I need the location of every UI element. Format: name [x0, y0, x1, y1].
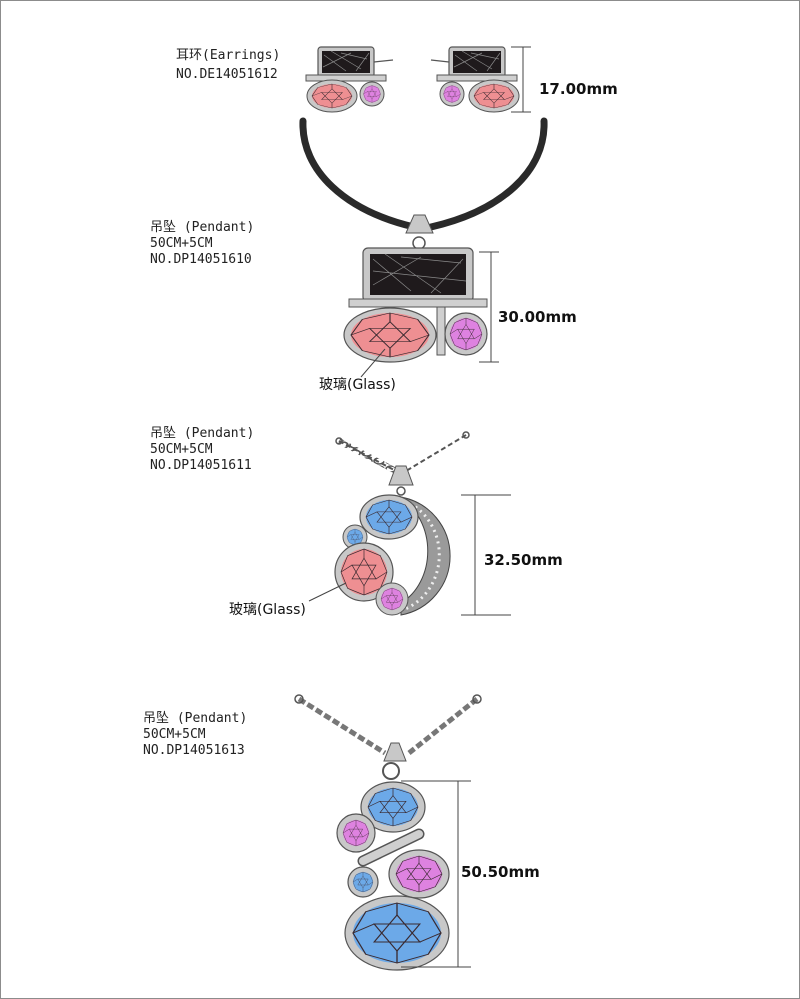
earring-dimension-line — [511, 46, 531, 113]
earrings-number: NO.DE14051612 — [176, 67, 278, 82]
earrings-title: 耳环(Earrings) — [176, 48, 281, 63]
pendant-2-dimension: 32.50mm — [484, 551, 563, 569]
pendant-2-chain — [335, 431, 470, 474]
pendant-2 — [334, 465, 451, 616]
pendant-1-dimension: 30.00mm — [498, 308, 577, 326]
pendant-3-dimension-line — [401, 780, 471, 968]
pendant-1-title: 吊坠 (Pendant) — [150, 220, 255, 235]
pendant-2-length: 50CM+5CM — [150, 442, 213, 457]
earring-left — [305, 46, 394, 113]
glass-callout-line-2 — [308, 582, 347, 602]
pendant-3-dimension: 50.50mm — [461, 863, 540, 881]
earring-right — [430, 46, 520, 113]
pendant-1-dimension-line — [479, 251, 499, 363]
black-cord — [299, 117, 548, 231]
pendant-3-chain — [294, 694, 482, 756]
pendant-1-length: 50CM+5CM — [150, 236, 213, 251]
pendant-3-number: NO.DP14051613 — [143, 743, 245, 758]
pendant-3-length: 50CM+5CM — [143, 727, 206, 742]
pendant-2-dimension-line — [461, 494, 511, 616]
pendant-1-glass-callout: 玻璃(Glass) — [319, 377, 396, 393]
pendant-2-number: NO.DP14051611 — [150, 458, 252, 473]
pendant-1-number: NO.DP14051610 — [150, 252, 252, 267]
pendant-2-glass-callout: 玻璃(Glass) — [229, 602, 306, 618]
glass-callout-line-1 — [360, 348, 386, 378]
pendant-1 — [343, 214, 488, 363]
pendant-2-title: 吊坠 (Pendant) — [150, 426, 255, 441]
pendant-3-title: 吊坠 (Pendant) — [143, 711, 248, 726]
pendant-3 — [336, 742, 450, 971]
earrings-dimension: 17.00mm — [539, 80, 618, 98]
